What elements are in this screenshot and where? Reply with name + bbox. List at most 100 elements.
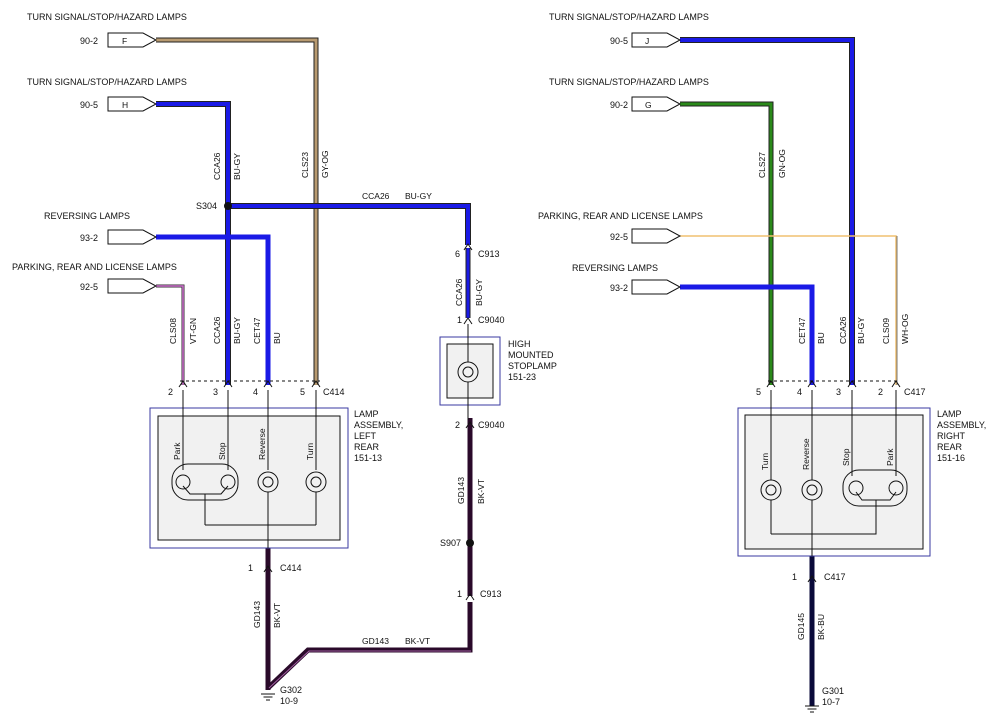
left-ts1-ref: 90-2 xyxy=(80,36,98,46)
left-park-title: PARKING, REAR AND LICENSE LAMPS xyxy=(12,262,177,272)
splice-s304 xyxy=(224,202,232,210)
wire-cet47-left xyxy=(156,234,271,385)
c417-pin-5: 5 xyxy=(756,387,761,397)
label-gd143-h: GD143 xyxy=(362,636,389,646)
label-gd143-left: GD143 xyxy=(252,601,262,628)
wire-right-cca26 xyxy=(680,38,854,385)
c9040-bot-pin-num: 2 xyxy=(455,420,460,430)
right-assembly-ref: 151-16 xyxy=(937,453,965,463)
label-cls23: CLS23 xyxy=(300,152,310,178)
c417-pin-2: 2 xyxy=(878,387,883,397)
c414-pin-2: 2 xyxy=(168,387,173,397)
left-rev-ref: 93-2 xyxy=(80,233,98,243)
ground-g301-ref: 10-7 xyxy=(822,697,840,707)
center-lamp-ref: 151-23 xyxy=(508,372,536,382)
left-bulb-reverse: Reverse xyxy=(257,428,267,460)
high-mount-stoplamp xyxy=(439,336,501,406)
wire-right-cls27 xyxy=(680,102,773,385)
c414-ground-pin-num: 1 xyxy=(248,563,253,573)
c9040-bot-pin xyxy=(465,421,475,429)
c417-pins xyxy=(766,380,901,388)
label-cca26-a: CCA26 xyxy=(212,152,222,180)
left-ts2-connector xyxy=(107,96,158,112)
wire-gd143-h xyxy=(266,602,473,690)
c913-bot-pin-num: 1 xyxy=(457,589,462,599)
label-cls08: CLS08 xyxy=(168,318,178,344)
right-park-ref: 92-5 xyxy=(610,232,628,242)
wire-cca26-left xyxy=(156,102,230,385)
ground-g302-label: G302 xyxy=(280,685,302,695)
c9040-top-label: C9040 xyxy=(478,315,505,325)
splice-s907 xyxy=(466,539,474,547)
left-ts2-pin: H xyxy=(122,100,128,110)
c9040-top-pin xyxy=(463,317,473,325)
c414-label: C414 xyxy=(323,387,345,397)
label-right-cca26: CCA26 xyxy=(838,316,848,344)
right-assembly-l4: REAR xyxy=(937,442,963,452)
label-center-gd143: GD143 xyxy=(456,477,466,504)
c414-pin-3: 3 xyxy=(213,387,218,397)
c913-top-pin xyxy=(463,243,473,251)
left-rev-connector xyxy=(107,229,158,245)
left-bulb-turn: Turn xyxy=(305,443,315,460)
label-center-cca26: CCA26 xyxy=(454,278,464,306)
label-cca26-a-color: BU-GY xyxy=(232,153,242,180)
label-center-gd143-color: BK-VT xyxy=(476,479,486,504)
left-assembly-l1: LAMP xyxy=(354,409,379,419)
ground-g301-label: G301 xyxy=(822,686,844,696)
label-bus: CCA26 xyxy=(362,191,390,201)
right-ts2-connector xyxy=(631,96,682,112)
right-bulb-park: Park xyxy=(885,448,895,466)
left-park-ref: 92-5 xyxy=(80,282,98,292)
center-lamp-l3: STOPLAMP xyxy=(508,361,557,371)
wire-cls08 xyxy=(156,285,184,385)
c913-bot-label: C913 xyxy=(480,589,502,599)
left-bulb-stop: Stop xyxy=(217,442,227,460)
splice-s907-label: S907 xyxy=(440,538,461,548)
left-ts2-ref: 90-5 xyxy=(80,100,98,110)
label-cca26-b: CCA26 xyxy=(212,316,222,344)
wire-cca26-bus xyxy=(228,204,470,245)
c417-pin-3: 3 xyxy=(836,387,841,397)
c417-pin-4: 4 xyxy=(797,387,802,397)
label-right-cca26-color: BU-GY xyxy=(856,317,866,344)
right-assembly-l3: RIGHT xyxy=(937,431,966,441)
c913-top-pin-num: 6 xyxy=(455,249,460,259)
left-park-connector xyxy=(107,278,158,294)
left-assembly-l3: LEFT xyxy=(354,431,377,441)
c417-ground-pin-num: 1 xyxy=(792,572,797,582)
center-lamp-l1: HIGH xyxy=(508,339,531,349)
right-bulb-reverse: Reverse xyxy=(801,438,811,470)
ground-g301-icon xyxy=(804,705,820,713)
c913-top-label: C913 xyxy=(478,249,500,259)
right-lamp-assembly xyxy=(737,407,931,557)
label-center-cca26-color: BU-GY xyxy=(474,279,484,306)
c414-pins xyxy=(178,380,321,388)
wire-right-cet47 xyxy=(680,284,815,385)
right-ts1-title: TURN SIGNAL/STOP/HAZARD LAMPS xyxy=(549,12,709,22)
right-park-connector xyxy=(631,228,682,244)
left-assembly-l4: REAR xyxy=(354,442,380,452)
c417-label: C417 xyxy=(904,387,926,397)
label-bus-color: BU-GY xyxy=(405,191,432,201)
c913-bot-pin xyxy=(465,593,475,601)
right-ts2-pin: G xyxy=(645,100,652,110)
c9040-bot-label: C9040 xyxy=(478,420,505,430)
label-gd145-color: BK-BU xyxy=(816,614,826,640)
left-ts2-title: TURN SIGNAL/STOP/HAZARD LAMPS xyxy=(27,77,187,87)
center-lamp-l2: MOUNTED xyxy=(508,350,554,360)
label-cls27-color: GN-OG xyxy=(777,149,787,178)
wire-cls23 xyxy=(156,38,318,385)
right-rev-connector xyxy=(631,279,682,295)
right-ts2-ref: 90-2 xyxy=(610,100,628,110)
center-wires xyxy=(465,248,473,596)
c414-pin-5: 5 xyxy=(300,387,305,397)
left-bulb-park: Park xyxy=(172,442,182,460)
label-gd143-h-color: BK-VT xyxy=(405,636,430,646)
left-ts1-title: TURN SIGNAL/STOP/HAZARD LAMPS xyxy=(27,12,187,22)
label-cls27: CLS27 xyxy=(757,152,767,178)
c417-ground-pin xyxy=(807,575,817,583)
right-park-title: PARKING, REAR AND LICENSE LAMPS xyxy=(538,211,703,221)
left-rev-title: REVERSING LAMPS xyxy=(44,211,130,221)
right-ts1-pin: J xyxy=(645,36,649,46)
